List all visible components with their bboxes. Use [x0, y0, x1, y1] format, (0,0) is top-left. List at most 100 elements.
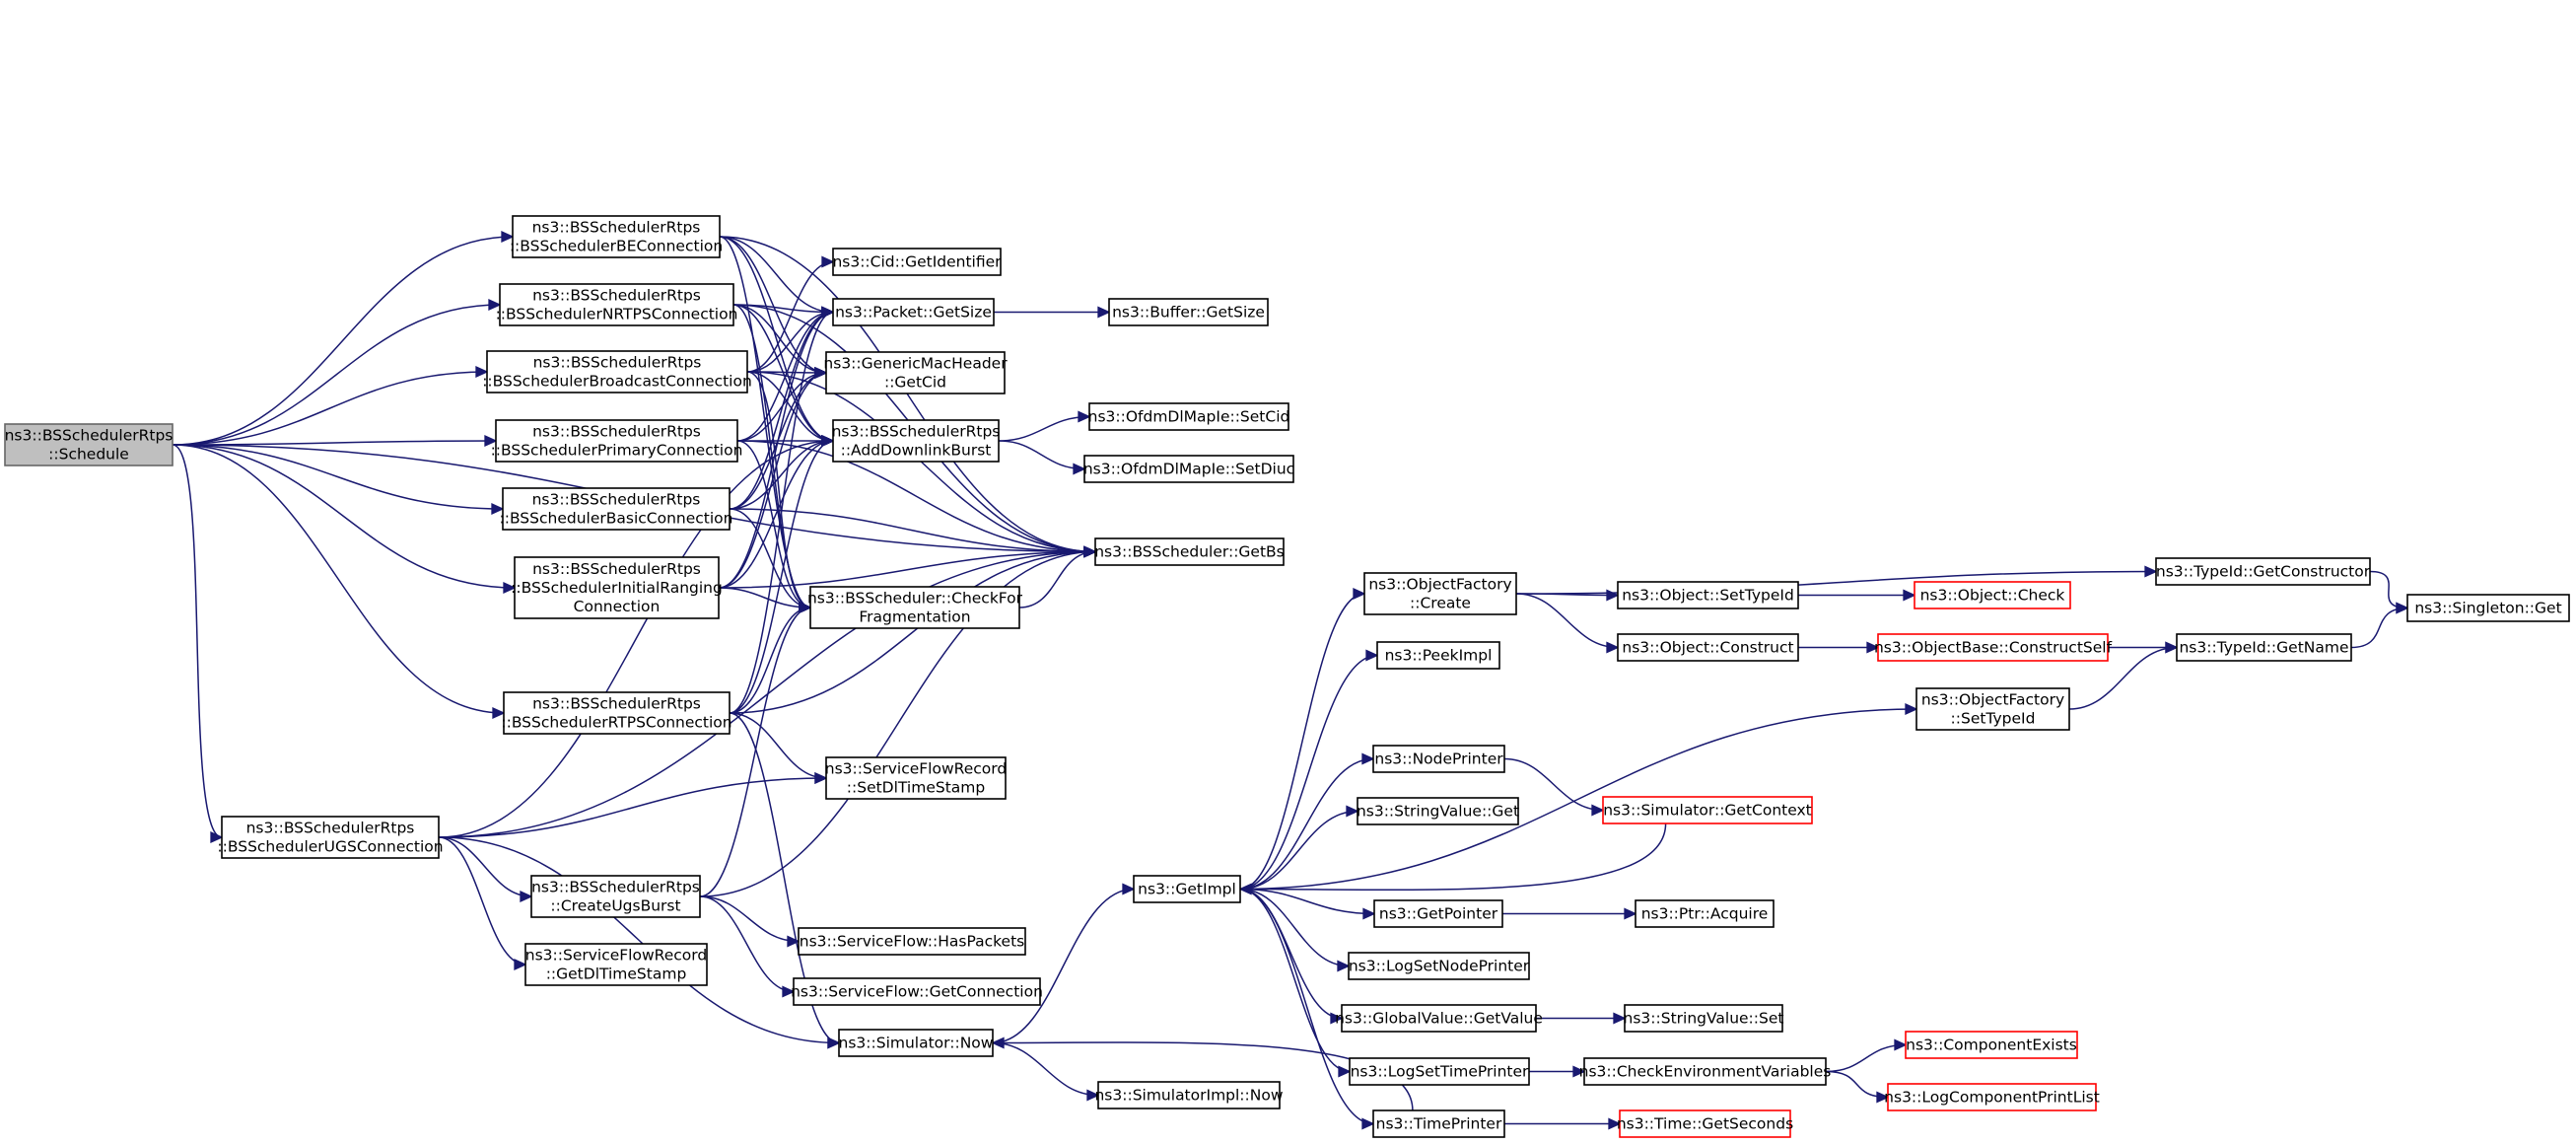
node-tid_getctor-box[interactable] [2155, 557, 2371, 586]
node-cid_getid-box[interactable] [832, 248, 1002, 276]
node-logcomp_print-box[interactable] [1887, 1083, 2097, 1111]
node-sim_ctx-box[interactable] [1602, 796, 1813, 824]
node-gmh_cid-box[interactable] [825, 351, 1006, 394]
node-getbs-box[interactable] [1094, 537, 1285, 566]
node-initrng[interactable]: ns3::BSSchedulerRtps::BSSchedulerInitial… [511, 556, 723, 619]
node-adl[interactable]: ns3::BSSchedulerRtps::AddDownlinkBurst [832, 419, 1001, 463]
node-bcast[interactable]: ns3::BSSchedulerRtps::BSSchedulerBroadca… [482, 350, 752, 393]
node-logcomp_print[interactable]: ns3::LogComponentPrintList [1884, 1083, 2100, 1111]
node-sim_ctx[interactable]: ns3::Simulator::GetContext [1602, 796, 1813, 824]
node-setdiuc[interactable]: ns3::OfdmDlMapIe::SetDiuc [1083, 455, 1294, 483]
node-obj_settype-box[interactable] [1617, 581, 1799, 609]
node-createugs-box[interactable] [530, 875, 701, 918]
node-cid_getid[interactable]: ns3::Cid::GetIdentifier [832, 248, 1002, 276]
node-ptr_acquire-box[interactable] [1635, 899, 1775, 928]
node-initrng-box[interactable] [514, 556, 720, 619]
node-comp_exists-box[interactable] [1905, 1031, 2078, 1059]
node-nrtps-box[interactable] [499, 283, 734, 326]
node-singleton_get-box[interactable] [2406, 594, 2570, 622]
node-of_create-box[interactable] [1363, 572, 1517, 615]
node-be-box[interactable] [512, 215, 721, 258]
node-obj_settype[interactable]: ns3::Object::SetTypeId [1617, 581, 1799, 609]
node-sim_now[interactable]: ns3::Simulator::Now [838, 1029, 994, 1057]
node-ob_construct-box[interactable] [1877, 633, 2109, 662]
node-logsettime[interactable]: ns3::LogSetTimePrinter [1349, 1057, 1530, 1086]
node-singleton_get[interactable]: ns3::Singleton::Get [2406, 594, 2570, 622]
node-createugs[interactable]: ns3::BSSchedulerRtps::CreateUgsBurst [530, 875, 701, 918]
node-gv_getvalue[interactable]: ns3::GlobalValue::GetValue [1335, 1004, 1543, 1033]
node-getpointer[interactable]: ns3::GetPointer [1373, 899, 1503, 928]
node-sfr_set-box[interactable] [825, 756, 1007, 800]
node-sf_conn[interactable]: ns3::ServiceFlow::GetConnection [791, 977, 1043, 1006]
node-of_settype[interactable]: ns3::ObjectFactory::SetTypeId [1915, 687, 2070, 731]
node-ugs-box[interactable] [221, 816, 440, 859]
node-checkenv-box[interactable] [1583, 1057, 1827, 1086]
node-getbs[interactable]: ns3::BSScheduler::GetBs [1094, 537, 1285, 566]
node-time_secs[interactable]: ns3::Time::GetSeconds [1617, 1109, 1793, 1138]
node-strval_get-box[interactable] [1357, 797, 1519, 825]
node-logsettime-box[interactable] [1349, 1057, 1530, 1086]
node-primary[interactable]: ns3::BSSchedulerRtps::BSSchedulerPrimary… [491, 419, 743, 463]
node-peekimpl-box[interactable] [1376, 641, 1500, 670]
node-primary-box[interactable] [495, 419, 738, 463]
node-sfr_set[interactable]: ns3::ServiceFlowRecord::SetDlTimeStamp [825, 756, 1007, 800]
node-checkenv[interactable]: ns3::CheckEnvironmentVariables [1579, 1057, 1832, 1086]
node-tid_getctor[interactable]: ns3::TypeId::GetConstructor [2155, 557, 2371, 586]
node-obj_construct-box[interactable] [1617, 633, 1799, 662]
node-nodeprinter-box[interactable] [1372, 745, 1505, 773]
node-tid_getname-box[interactable] [2176, 633, 2352, 662]
node-tid_getname[interactable]: ns3::TypeId::GetName [2176, 633, 2352, 662]
node-time_secs-box[interactable] [1619, 1109, 1791, 1138]
node-sf_has[interactable]: ns3::ServiceFlow::HasPackets [798, 927, 1026, 956]
node-rtps[interactable]: ns3::BSSchedulerRtps::BSSchedulerRTPSCon… [501, 691, 732, 735]
node-adl-box[interactable] [832, 419, 1000, 463]
node-obj_check[interactable]: ns3::Object::Check [1914, 581, 2071, 609]
node-sfr_get[interactable]: ns3::ServiceFlowRecord::GetDlTimeStamp [524, 943, 708, 986]
node-pkt_size[interactable]: ns3::Packet::GetSize [832, 298, 995, 326]
node-of_settype-box[interactable] [1915, 687, 2070, 731]
node-sf_conn-box[interactable] [793, 977, 1041, 1006]
node-ptr_acquire[interactable]: ns3::Ptr::Acquire [1635, 899, 1775, 928]
node-obj_check-box[interactable] [1914, 581, 2071, 609]
node-strval_set-box[interactable] [1624, 1004, 1783, 1033]
node-nrtps[interactable]: ns3::BSSchedulerRtps::BSSchedulerNRTPSCo… [496, 283, 738, 326]
node-rtps-box[interactable] [503, 691, 731, 735]
node-be[interactable]: ns3::BSSchedulerRtps::BSSchedulerBEConne… [510, 215, 723, 258]
node-nodeprinter[interactable]: ns3::NodePrinter [1372, 745, 1505, 773]
node-setdiuc-box[interactable] [1083, 455, 1294, 483]
node-simimpl_now[interactable]: ns3::SimulatorImpl::Now [1094, 1081, 1284, 1109]
node-basic[interactable]: ns3::BSSchedulerRtps::BSSchedulerBasicCo… [500, 487, 733, 531]
node-sf_has-box[interactable] [798, 927, 1026, 956]
node-getpointer-box[interactable] [1373, 899, 1503, 928]
node-sfr_get-box[interactable] [524, 943, 708, 986]
node-getimpl-box[interactable] [1133, 875, 1241, 903]
node-timeprinter[interactable]: ns3::TimePrinter [1372, 1109, 1505, 1138]
node-buf_size-box[interactable] [1108, 298, 1269, 326]
node-sim_now-box[interactable] [838, 1029, 994, 1057]
node-comp_exists[interactable]: ns3::ComponentExists [1905, 1031, 2078, 1059]
node-buf_size[interactable]: ns3::Buffer::GetSize [1108, 298, 1269, 326]
node-checkfrag-box[interactable] [809, 586, 1020, 629]
node-getimpl[interactable]: ns3::GetImpl [1133, 875, 1241, 903]
node-pkt_size-box[interactable] [832, 298, 995, 326]
node-obj_construct[interactable]: ns3::Object::Construct [1617, 633, 1799, 662]
node-peekimpl[interactable]: ns3::PeekImpl [1376, 641, 1500, 670]
node-schedule-box[interactable] [4, 423, 174, 466]
node-setcid-box[interactable] [1088, 402, 1289, 431]
node-gmh_cid[interactable]: ns3::GenericMacHeader::GetCid [823, 351, 1008, 394]
node-gv_getvalue-box[interactable] [1341, 1004, 1537, 1033]
node-logsetnode[interactable]: ns3::LogSetNodePrinter [1348, 952, 1530, 980]
node-basic-box[interactable] [502, 487, 731, 531]
node-ugs[interactable]: ns3::BSSchedulerRtps::BSSchedulerUGSConn… [217, 816, 444, 859]
node-strval_set[interactable]: ns3::StringValue::Set [1624, 1004, 1784, 1033]
node-logsetnode-box[interactable] [1348, 952, 1530, 980]
node-of_create[interactable]: ns3::ObjectFactory::Create [1363, 572, 1517, 615]
node-setcid[interactable]: ns3::OfdmDlMapIe::SetCid [1088, 402, 1290, 431]
node-ob_construct[interactable]: ns3::ObjectBase::ConstructSelf [1874, 633, 2113, 662]
node-bcast-box[interactable] [486, 350, 748, 393]
node-simimpl_now-box[interactable] [1097, 1081, 1281, 1109]
node-timeprinter-box[interactable] [1372, 1109, 1505, 1138]
node-strval_get[interactable]: ns3::StringValue::Get [1357, 797, 1519, 825]
node-schedule[interactable]: ns3::BSSchedulerRtps::Schedule [4, 423, 174, 466]
